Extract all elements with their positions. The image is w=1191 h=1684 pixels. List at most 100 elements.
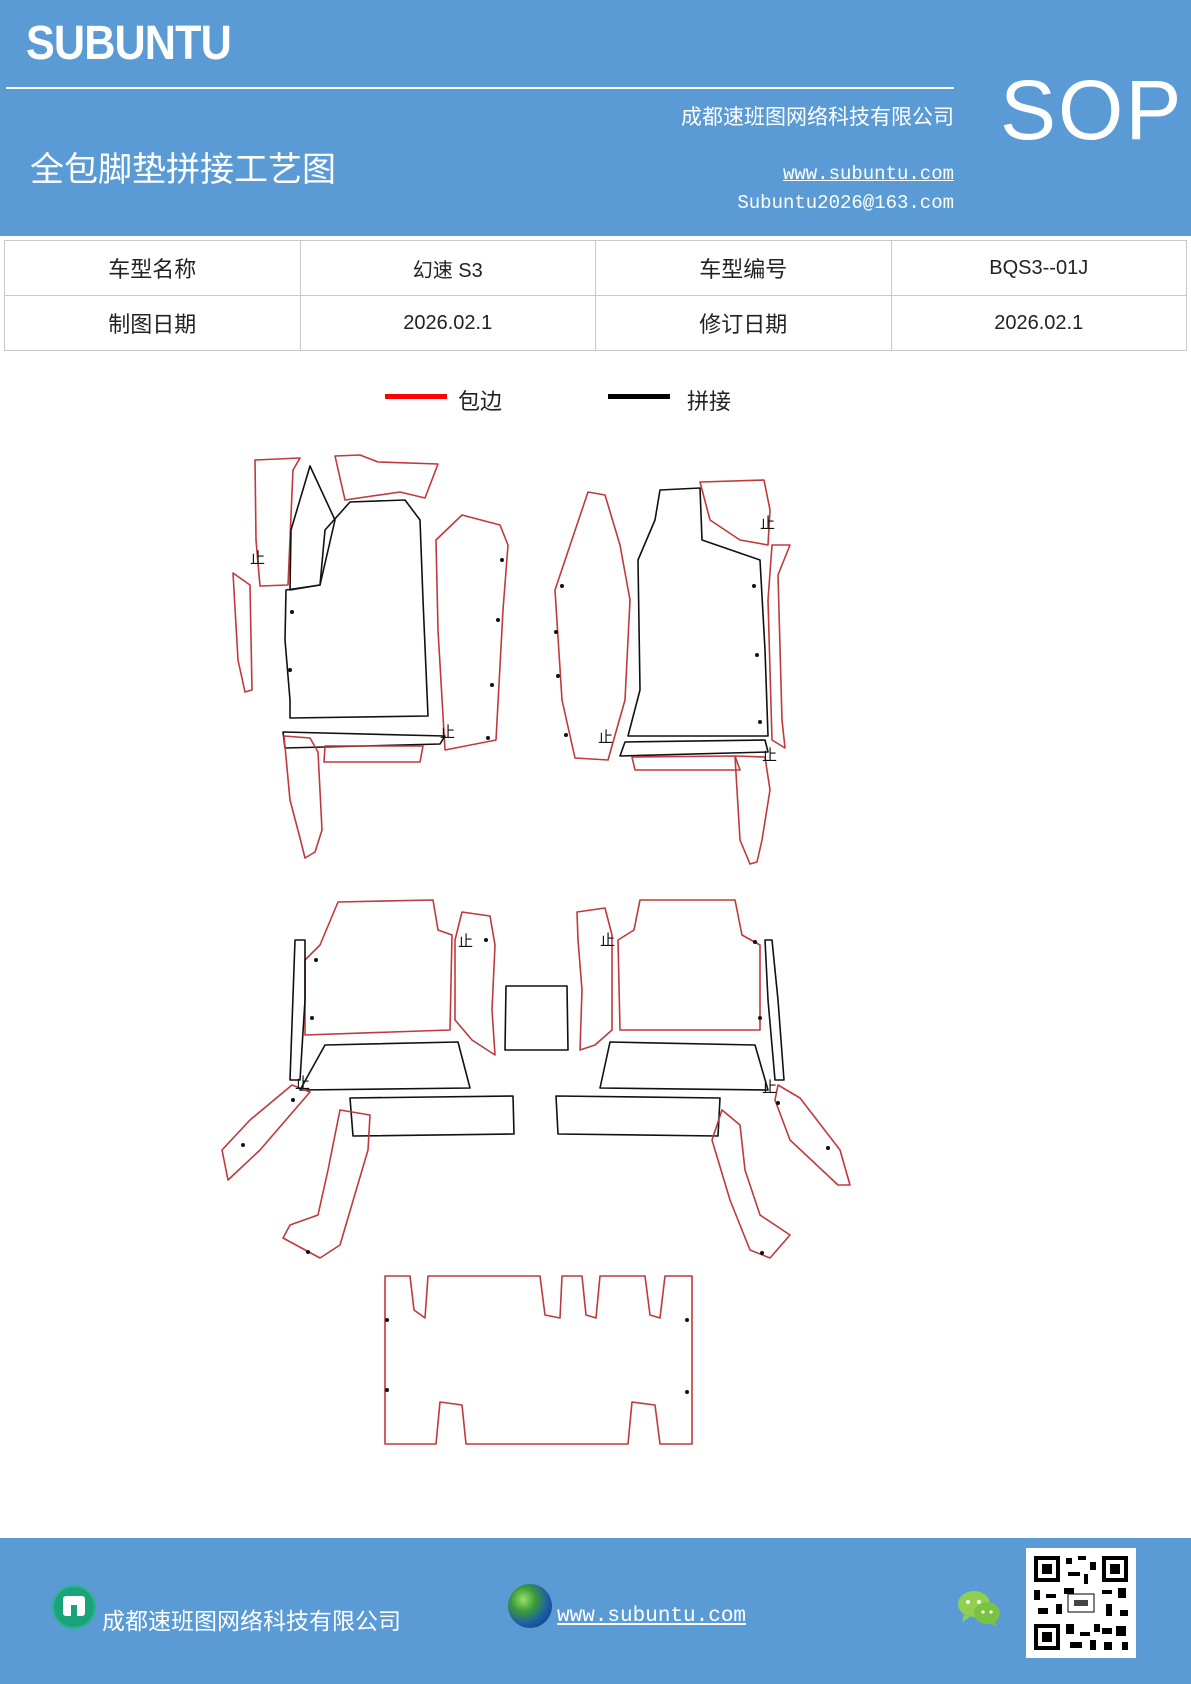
stop-mark: 止 bbox=[250, 549, 265, 567]
header-email: Subuntu2026@163.com bbox=[737, 192, 954, 214]
alignment-dot bbox=[554, 630, 558, 634]
front-right-sill bbox=[619, 739, 769, 757]
alignment-dot bbox=[385, 1388, 389, 1392]
stop-mark: 止 bbox=[458, 932, 473, 950]
rear-right-tunnel-side bbox=[576, 907, 613, 1051]
front-right-heel-strip bbox=[734, 755, 771, 865]
legend: 包边 拼接 bbox=[0, 384, 1191, 424]
alignment-dot bbox=[776, 1101, 780, 1105]
revise-date-value: 2026.02.1 bbox=[890, 295, 1187, 351]
globe-icon bbox=[508, 1584, 552, 1628]
alignment-dot bbox=[496, 618, 500, 622]
alignment-dot bbox=[288, 668, 292, 672]
stop-mark: 止 bbox=[762, 1078, 777, 1096]
alignment-dot bbox=[291, 1098, 295, 1102]
front-right-top-strip bbox=[699, 479, 771, 546]
alignment-dot bbox=[758, 720, 762, 724]
front-left-side-strip bbox=[232, 572, 253, 693]
table-row: 车型名称 幻速 S3 车型编号 BQS3--01J bbox=[4, 240, 1187, 296]
front-right-outer-panel bbox=[554, 491, 631, 761]
footer-company: 成都速班图网络科技有限公司 bbox=[102, 1609, 401, 1635]
legend-edge-swatch bbox=[385, 394, 447, 399]
alignment-dot bbox=[752, 584, 756, 588]
front-right-main-mat bbox=[627, 487, 769, 737]
rear-left-tunnel-side bbox=[454, 911, 496, 1056]
revise-date-label: 修订日期 bbox=[595, 295, 892, 351]
front-left-outer-panel bbox=[435, 514, 509, 751]
rear-right-step bbox=[599, 1041, 769, 1091]
qr-code bbox=[1026, 1548, 1136, 1658]
alignment-dot bbox=[564, 733, 568, 737]
front-left-main-mat bbox=[284, 499, 429, 719]
page-footer: 成都速班图网络科技有限公司 www.subuntu.com bbox=[0, 1538, 1191, 1684]
model-code-label: 车型编号 bbox=[595, 240, 892, 296]
alignment-dot bbox=[755, 653, 759, 657]
draw-date-value: 2026.02.1 bbox=[299, 295, 596, 351]
info-table: 车型名称 幻速 S3 车型编号 BQS3--01J 制图日期 2026.02.1… bbox=[4, 240, 1187, 351]
legend-edge-label: 包边 bbox=[458, 390, 503, 415]
alignment-dot bbox=[685, 1318, 689, 1322]
stop-marks: 止 止 止 止 止 止 止 止 止 bbox=[250, 514, 777, 1096]
model-code-value: BQS3--01J bbox=[890, 240, 1187, 296]
alignment-dot bbox=[314, 958, 318, 962]
front-left-heel-strip bbox=[283, 735, 323, 859]
stop-mark: 止 bbox=[295, 1074, 310, 1092]
alignment-dot bbox=[556, 674, 560, 678]
table-row: 制图日期 2026.02.1 修订日期 2026.02.1 bbox=[4, 295, 1187, 351]
brand-logo: SUBUNTU bbox=[26, 17, 232, 70]
front-right-side-strip bbox=[767, 544, 791, 749]
rear-left-step bbox=[299, 1041, 471, 1091]
alignment-dot bbox=[310, 1016, 314, 1020]
alignment-dot bbox=[385, 1318, 389, 1322]
front-left-top-strip bbox=[254, 457, 301, 587]
header-company: 成都速班图网络科技有限公司 bbox=[681, 105, 954, 129]
header-divider bbox=[6, 87, 954, 89]
legend-seam-swatch bbox=[608, 394, 670, 399]
stop-mark: 止 bbox=[760, 514, 775, 532]
trunk-mat bbox=[384, 1275, 693, 1445]
legend-seam-label: 拼接 bbox=[687, 390, 732, 415]
front-right-bottom-bar bbox=[631, 755, 741, 771]
rear-left-cross-bar bbox=[349, 1095, 515, 1137]
building-icon bbox=[52, 1585, 96, 1629]
rear-center-tunnel bbox=[504, 985, 569, 1051]
alignment-dot bbox=[560, 584, 564, 588]
stop-mark: 止 bbox=[600, 931, 615, 949]
header-website-link[interactable]: www.subuntu.com bbox=[782, 163, 954, 185]
alignment-dots bbox=[241, 558, 830, 1394]
front-left-top-cap bbox=[334, 454, 439, 501]
page-title: 全包脚垫拼接工艺图 bbox=[30, 150, 336, 190]
front-left-bottom-bar bbox=[323, 745, 424, 763]
alignment-dot bbox=[290, 610, 294, 614]
alignment-dot bbox=[760, 1251, 764, 1255]
alignment-dot bbox=[500, 558, 504, 562]
alignment-dot bbox=[826, 1146, 830, 1150]
alignment-dot bbox=[241, 1143, 245, 1147]
rear-left-footwell bbox=[304, 899, 453, 1036]
alignment-dot bbox=[484, 938, 488, 942]
wechat-icon[interactable] bbox=[956, 1588, 1002, 1628]
rear-left-corner bbox=[221, 1084, 311, 1181]
stop-mark: 止 bbox=[598, 728, 613, 746]
rear-left-side-strip bbox=[289, 939, 306, 1081]
rear-right-front-strip bbox=[711, 1109, 791, 1259]
front-left-wedge bbox=[289, 465, 336, 591]
stop-mark: 止 bbox=[762, 746, 777, 764]
alignment-dot bbox=[486, 736, 490, 740]
alignment-dot bbox=[306, 1250, 310, 1254]
stop-mark: 止 bbox=[440, 723, 455, 741]
page-header: SUBUNTU 成都速班图网络科技有限公司 全包脚垫拼接工艺图 www.subu… bbox=[0, 0, 1191, 236]
rear-right-corner bbox=[774, 1084, 851, 1186]
model-name-label: 车型名称 bbox=[4, 240, 301, 296]
model-name-value: 幻速 S3 bbox=[299, 240, 596, 296]
alignment-dot bbox=[490, 683, 494, 687]
alignment-dot bbox=[758, 1016, 762, 1020]
alignment-dot bbox=[685, 1390, 689, 1394]
footer-website-link[interactable]: www.subuntu.com bbox=[557, 1605, 747, 1628]
floor-mat-drawing: 止 止 止 止 止 止 止 止 止 bbox=[221, 454, 851, 1445]
draw-date-label: 制图日期 bbox=[4, 295, 301, 351]
rear-left-front-strip bbox=[282, 1109, 371, 1259]
alignment-dot bbox=[753, 940, 757, 944]
rear-right-footwell bbox=[617, 899, 761, 1031]
sop-badge: SOP bbox=[1000, 63, 1184, 157]
